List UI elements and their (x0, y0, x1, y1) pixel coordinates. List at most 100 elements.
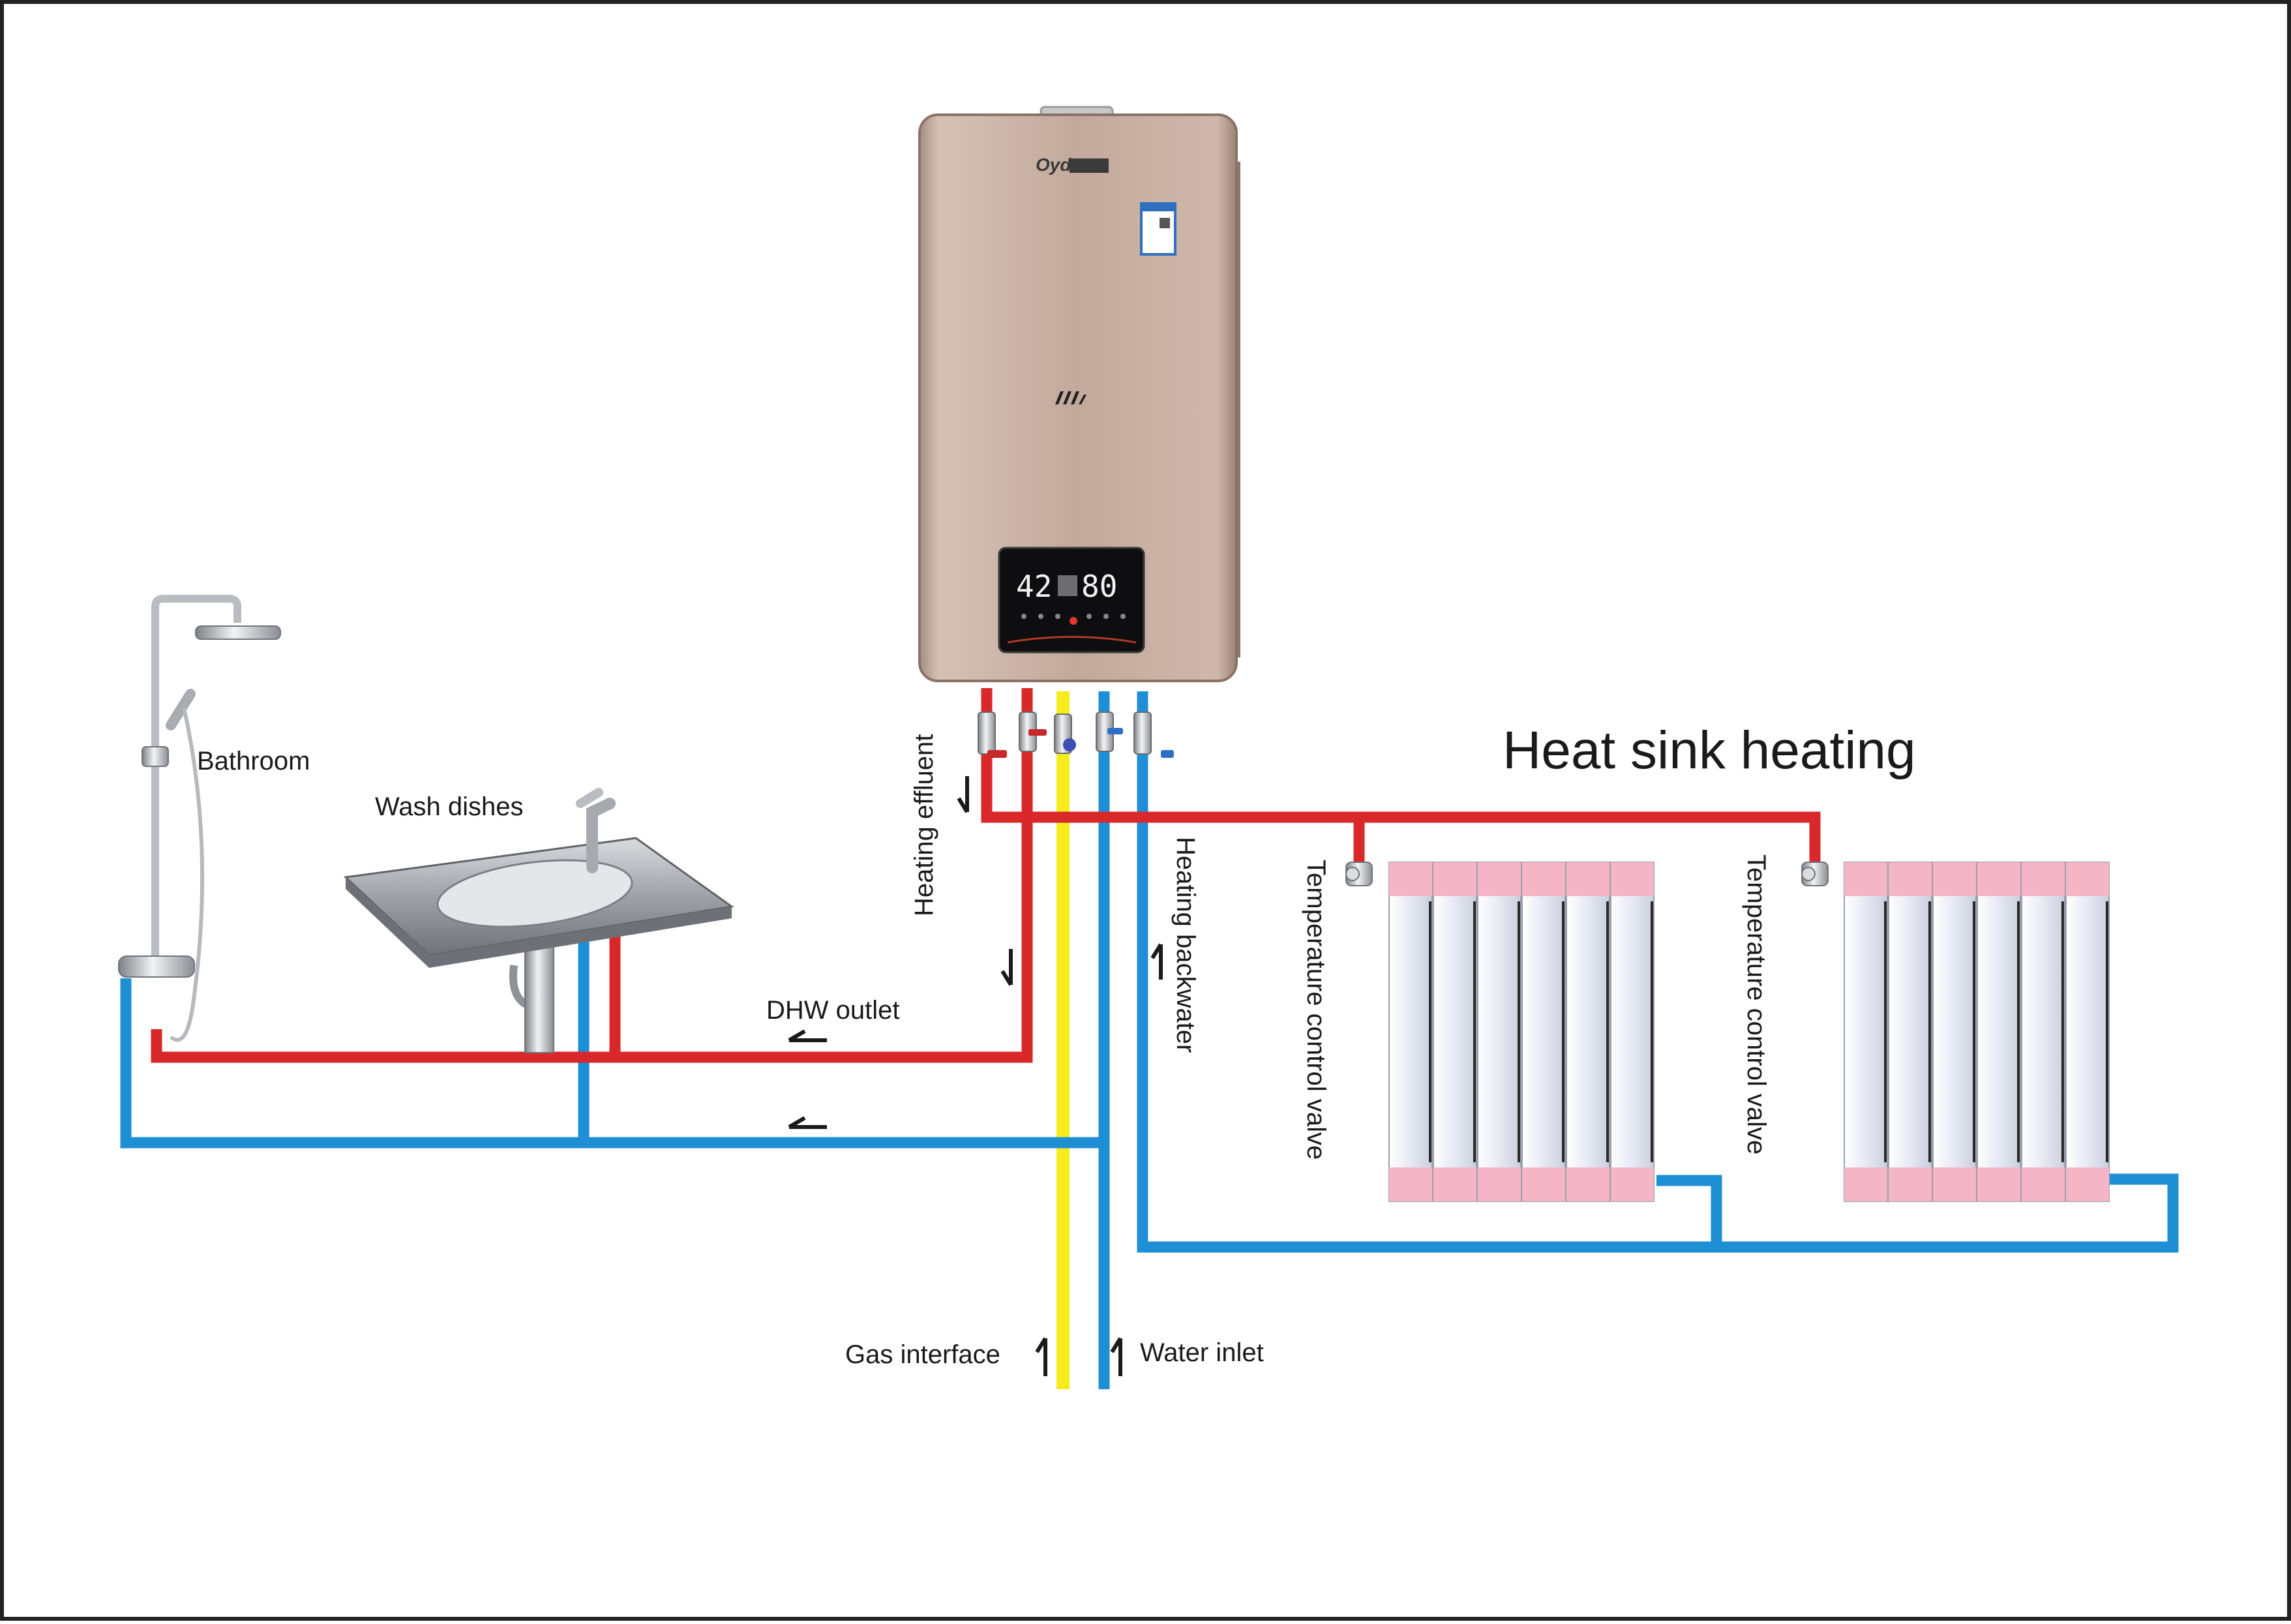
radiator-fin-bottom-cap (1611, 1167, 1654, 1201)
control-panel-buttons (1021, 614, 1126, 625)
radiator-fin-bottom-cap (1433, 1167, 1476, 1201)
radiator-fin-bottom-cap (1522, 1167, 1565, 1201)
power-button (1070, 617, 1077, 625)
boiler-control-panel (998, 547, 1145, 654)
panel-button (1038, 614, 1043, 619)
radiator-fin-top-cap (2022, 862, 2065, 896)
boiler-model-mark (1055, 391, 1086, 404)
radiator-fin (2021, 862, 2065, 1202)
panel-button (1021, 614, 1026, 619)
radiator-fin (1566, 862, 1610, 1202)
radiator-fin (1477, 862, 1521, 1202)
basin-faucet (586, 798, 616, 873)
label-wash-dishes: Wash dishes (375, 792, 524, 821)
radiator-fin-top-cap (1844, 862, 1887, 896)
label-temp-control-valve-1: Temperature control valve (1302, 860, 1330, 1160)
arrow-dhw-left (788, 1029, 827, 1042)
gas-boiler: Oyd 42 80 (918, 106, 1240, 682)
arrow-cold-left (788, 1116, 827, 1129)
label-temp-control-valve-2: Temperature control valve (1742, 854, 1771, 1154)
energy-label-header (1143, 205, 1174, 211)
radiator-fin-top-cap (1522, 862, 1565, 896)
radiator-fin-bottom-cap (2022, 1167, 2065, 1201)
radiator-2-sections (1844, 862, 2110, 1202)
valve-heating-effluent (978, 712, 1007, 758)
radiator-fin-top-cap (1611, 862, 1654, 896)
basin-pedestal (524, 932, 554, 1053)
basin-bowl (436, 859, 633, 928)
radiator-fin-bottom-cap (1889, 1167, 1932, 1201)
radiator-fin (1610, 862, 1655, 1202)
label-heating-backwater: Heating backwater (1171, 837, 1200, 1053)
label-gas-interface: Gas interface (845, 1340, 1000, 1369)
shower-riser (151, 595, 241, 965)
valve-heating-backwater (1133, 712, 1174, 758)
arrow-backwater-up (1150, 943, 1163, 980)
heating-backwater-pipe (1137, 691, 2179, 1253)
radiator-fin-bottom-cap (1478, 1167, 1521, 1201)
shower-head (195, 625, 281, 640)
radiator-1-return-pipe (1656, 1175, 1722, 1247)
arrow-effluent-down-1 (957, 776, 969, 813)
display-status-block (1058, 575, 1077, 596)
radiator-fin-top-cap (2066, 862, 2109, 896)
valve-dhw-outlet (1019, 712, 1047, 752)
radiator-fin (1521, 862, 1566, 1202)
label-dhw-outlet: DHW outlet (766, 996, 900, 1025)
radiator-fin (1932, 862, 1977, 1202)
arrow-gas-up (1035, 1337, 1047, 1376)
radiator-fin-bottom-cap (1844, 1167, 1887, 1201)
radiator-fin (2065, 862, 2110, 1202)
panel-button (1120, 614, 1126, 619)
radiator-2 (1801, 862, 2110, 1202)
radiator-fin-top-cap (1389, 862, 1432, 896)
boiler-brand-logo: Oyd (1036, 155, 1071, 175)
flow-arrows (788, 776, 1163, 1376)
basin-front-edge (346, 877, 732, 968)
boiler-valves (978, 712, 1174, 758)
radiator-fin-top-cap (1977, 862, 2020, 896)
label-heating-effluent: Heating effluent (910, 734, 938, 916)
radiator-fin (1844, 862, 1888, 1202)
shower-fixture (118, 595, 281, 1042)
shower-mixer-valve (118, 955, 195, 978)
panel-button (1086, 614, 1092, 619)
radiator-fin (1433, 862, 1477, 1202)
boiler-logo-badge (1070, 158, 1109, 173)
radiator-fin-top-cap (1566, 862, 1610, 896)
hand-shower (166, 689, 196, 730)
valve-water-inlet (1096, 712, 1123, 752)
shower-hose (170, 707, 205, 1042)
boiler-energy-label (1140, 202, 1176, 256)
radiator-fin-bottom-cap (1977, 1167, 2020, 1201)
faucet-handle (576, 788, 603, 808)
label-water-inlet: Water inlet (1140, 1338, 1264, 1367)
temp-control-valve-1 (1345, 862, 1373, 886)
display-temperature-right: 80 (1081, 569, 1117, 604)
radiator-fin-bottom-cap (1933, 1167, 1976, 1201)
arrow-dhw-down (1000, 949, 1013, 986)
pipe-network (120, 688, 2179, 1389)
radiator-fin-top-cap (1433, 862, 1476, 896)
radiator-fin-top-cap (1889, 862, 1932, 896)
cold-water-distribution-pipe (120, 978, 1104, 1149)
valve-gas (1054, 714, 1076, 754)
arrow-water-up (1110, 1337, 1122, 1376)
panel-button (1055, 614, 1060, 619)
shower-slide-bracket (142, 746, 169, 767)
panel-glow-bar (1007, 636, 1137, 644)
diagram-title: Heat sink heating (1503, 721, 1916, 780)
label-bathroom: Bathroom (197, 747, 310, 775)
wash-basin (343, 788, 734, 1053)
radiator-fin (1888, 862, 1932, 1202)
dhw-outlet-pipe (151, 688, 1033, 1063)
radiator-fin-bottom-cap (1566, 1167, 1610, 1201)
radiator-1 (1345, 862, 1655, 1202)
radiator-fin-top-cap (1933, 862, 1976, 896)
radiator-fin-bottom-cap (1389, 1167, 1432, 1201)
boiler-body (918, 113, 1238, 682)
radiator-1-sections (1388, 862, 1655, 1202)
